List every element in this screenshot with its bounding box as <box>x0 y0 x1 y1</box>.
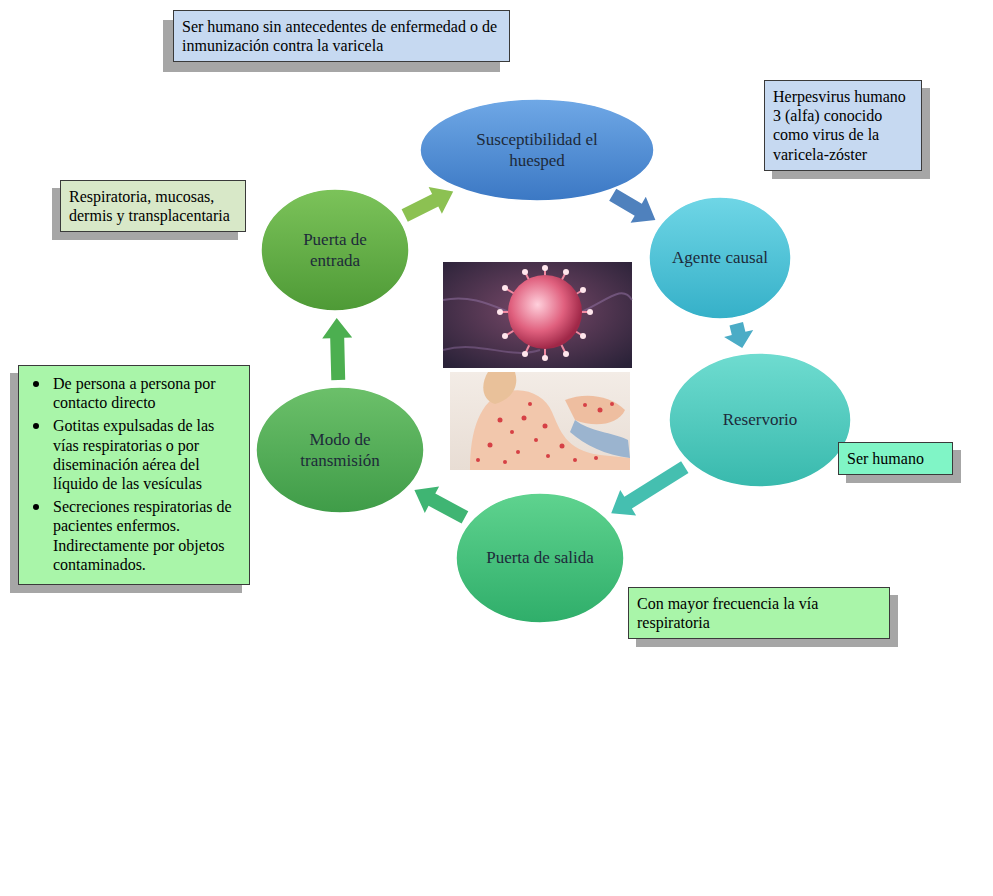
note-box: Ser humano sin antecedentes de enfermeda… <box>173 10 510 62</box>
note-text: Ser humano sin antecedentes de enfermeda… <box>182 17 501 55</box>
chain-ellipse: Susceptibilidad el huesped <box>419 98 655 202</box>
note-box: Respiratoria, mucosas, dermis y transpla… <box>60 180 246 232</box>
note-box: Herpesvirus humano 3 (alfa) conocido com… <box>764 80 922 171</box>
chain-ellipse: Puerta de salida <box>455 492 625 624</box>
ellipse-shape <box>260 188 410 312</box>
note-text: Respiratoria, mucosas, dermis y transpla… <box>69 187 237 225</box>
bullet-item: Gotitas expulsadas de las vías respirato… <box>27 416 241 493</box>
chain-ellipse: Modo de transmisión <box>255 386 425 514</box>
note-text: Con mayor frecuencia la vía respiratoria <box>637 594 881 632</box>
cycle-arrow <box>322 318 352 380</box>
stage-label: Modo de transmisión <box>277 429 403 472</box>
cycle-arrow <box>402 187 454 222</box>
chain-ellipse: Agente causal <box>648 196 792 320</box>
note-box: Ser humano <box>838 442 953 475</box>
stage-label: Puerta de salida <box>477 547 603 568</box>
stage-label: Susceptibilidad el huesped <box>450 129 625 172</box>
bullet-item: Secreciones respiratorias de pacientes e… <box>27 497 241 574</box>
stage-label: Puerta de entrada <box>280 229 391 272</box>
note-box: De persona a persona por contacto direct… <box>18 365 250 585</box>
cycle-arrow <box>414 487 468 524</box>
chain-ellipse: Puerta de entrada <box>260 188 410 312</box>
note-text: Herpesvirus humano 3 (alfa) conocido com… <box>773 87 913 164</box>
cycle-arrow <box>611 461 688 515</box>
chain-ellipse: Reservorio <box>668 352 852 488</box>
virus-picture <box>443 262 632 368</box>
note-box: Con mayor frecuencia la vía respiratoria <box>628 587 890 639</box>
stage-label: Agente causal <box>667 247 774 268</box>
ellipse-shape <box>419 98 655 202</box>
cycle-arrow <box>609 189 655 223</box>
child-photo <box>450 372 630 470</box>
ellipse-shape <box>255 386 425 514</box>
cycle-arrow <box>724 322 753 348</box>
stage-label: Reservorio <box>692 409 828 430</box>
bullet-item: De persona a persona por contacto direct… <box>27 374 241 412</box>
note-text: Ser humano <box>847 449 944 468</box>
